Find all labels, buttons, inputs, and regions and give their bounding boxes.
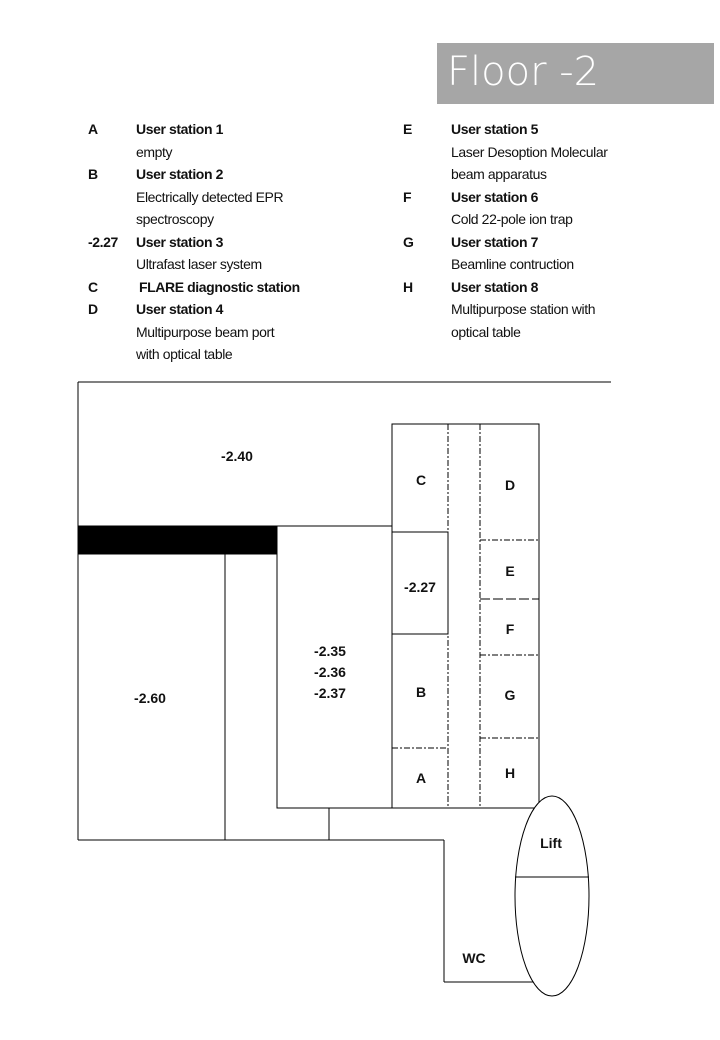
legend-station-name: User station 3 [136,233,223,250]
black-wall [77,525,278,555]
legend-item: F User station 6 Cold 22-pole ion trap [403,186,608,231]
legend-description: Beamline contruction [451,256,574,272]
station-e: E [505,563,514,579]
legend-item: H User station 8 Multipurpose station with… [403,276,608,344]
legend-key: H [403,278,413,295]
legend-station-name: User station 7 [451,233,538,250]
legend-description: Electrically detected EPR [136,188,284,205]
legend-description: empty [136,143,173,160]
legend-text: User station 7 Beamline contruction [451,231,574,276]
legend-key: A [88,121,98,137]
station-c: C [416,472,426,488]
legend-description: Laser Desoption Molecular [451,143,608,160]
legend-key: C [88,278,98,295]
legend-key: -2.27 [88,233,118,250]
legend-description: Multipurpose beam port [136,323,275,340]
station-a: A [416,770,426,786]
legend-key: E [403,121,412,137]
legend-item: E User station 5 Laser Desoption Molecular… [403,118,608,186]
legend-station-name: User station 5 [451,121,538,137]
legend-key: F [403,188,412,205]
room-2-60: -2.60 [134,690,166,706]
legend-item: -2.27 User station 3 Ultrafast laser syste… [88,231,300,276]
legend-text: User station 1 empty [136,118,223,163]
legend-description: Multipurpose station with [451,301,596,317]
legend-description: spectroscopy [136,211,214,227]
legend-text: User station 2 Electrically detected EPR s… [136,163,284,231]
lift [514,795,590,997]
legend-text: User station 4 Multipurpose beam port with… [136,298,275,366]
station-f: F [506,621,515,637]
walls [77,381,611,983]
legend-key: B [88,166,98,182]
legend-text: User station 8 Multipurpose station with o… [451,276,595,344]
legend-item: A User station 1 empty [88,118,300,163]
legend-description: beam apparatus [451,166,547,182]
legend-text: User station 3 Ultrafast laser system [136,231,262,276]
legend-description: Cold 22-pole ion trap [451,211,573,227]
legend-item: B User station 2 Electrically detected EPR… [88,163,300,231]
lift-label: Lift [540,835,562,851]
legend-item: C FLARE diagnostic station [88,276,300,299]
room-2-36: -2.36 [314,664,346,680]
legend-text: User station 5 Laser Desoption Molecular b… [451,118,608,186]
room-2-37: -2.37 [314,685,346,701]
legend-item: G User station 7 Beamline contruction [403,231,608,276]
legend-key: D [88,301,98,317]
legend-station-name: User station 8 [451,278,538,295]
wc-label: WC [462,950,485,966]
station-b: B [416,684,426,700]
station-d: D [505,477,515,493]
legend-item: D User station 4 Multipurpose beam port wit… [88,298,300,366]
stations-block [391,423,540,809]
legend-description: Ultrafast laser system [136,256,262,272]
legend-description: optical table [451,323,521,340]
room-2-27: -2.27 [404,579,436,595]
room-2-35: -2.35 [314,643,346,659]
legend-station-name: User station 6 [451,188,538,205]
legend-station-name: FLARE diagnostic station [139,278,300,295]
legend-station-name: User station 1 [136,121,223,137]
legend-station-name: User station 4 [136,301,223,317]
floor-header: Floor -2 [437,43,714,104]
legend-key: G [403,233,414,250]
station-h: H [505,765,515,781]
legend-text: User station 6 Cold 22-pole ion trap [451,186,573,231]
legend-station-name: User station 2 [136,166,223,182]
legend-text: FLARE diagnostic station [136,276,300,299]
station-g: G [505,687,516,703]
legend-right: E User station 5 Laser Desoption Molecular… [403,118,608,343]
legend-description: with optical table [136,346,233,362]
floor-title: Floor -2 [447,49,600,95]
room-2-40: -2.40 [221,448,253,464]
